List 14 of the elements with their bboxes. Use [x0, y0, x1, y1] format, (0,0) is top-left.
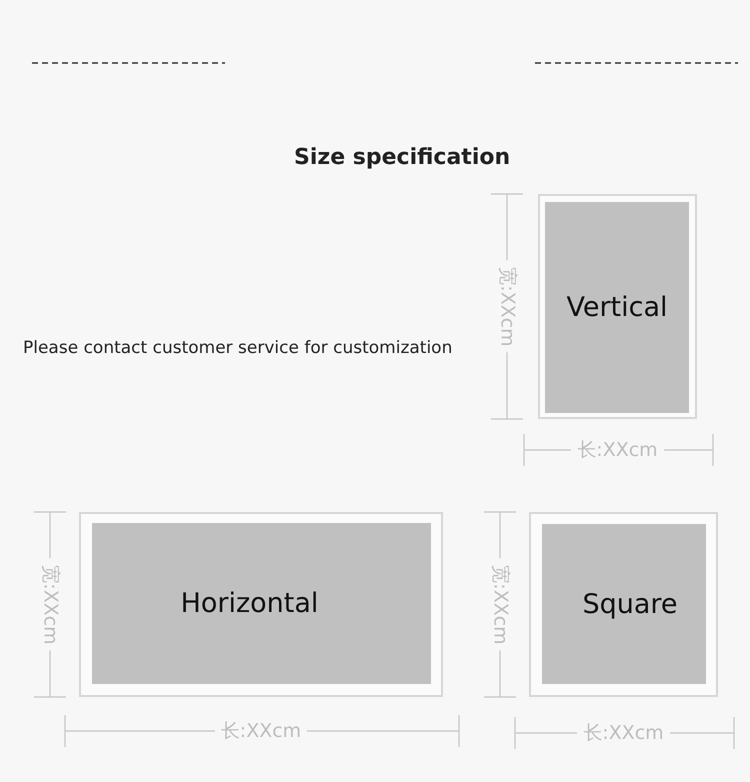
length-dimension: 长:XXcm: [571, 440, 664, 460]
width-dimension: 宽:XXcm: [498, 260, 516, 353]
picture-frame: [538, 194, 697, 419]
shape-label: Square: [582, 588, 678, 620]
length-dimension: 长:XXcm: [214, 722, 308, 740]
title: Size specification: [294, 145, 510, 170]
picture-frame: [79, 512, 443, 697]
shape-label: Horizontal: [180, 588, 318, 619]
width-dimension: 宽:XXcm: [490, 558, 510, 651]
length-dimension: 长:XXcm: [577, 724, 670, 742]
note-text: Please contact customer service for customization: [23, 338, 452, 358]
shape-label: Vertical: [566, 292, 668, 323]
width-dimension: 宽:XXcm: [40, 558, 60, 651]
picture-frame: [529, 512, 718, 697]
